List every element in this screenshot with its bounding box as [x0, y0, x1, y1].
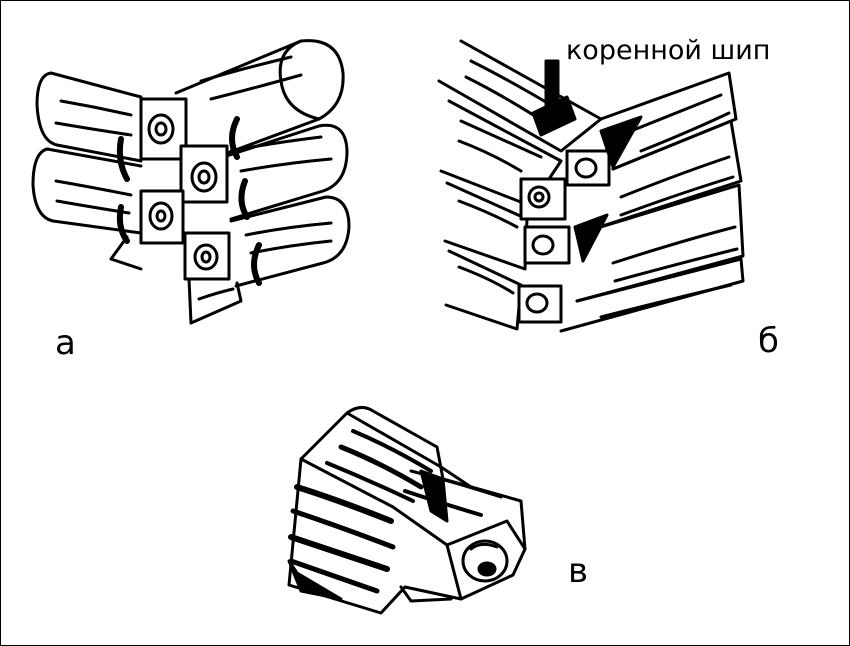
figure-b-tenon-corner — [437, 39, 745, 333]
label-b: б — [758, 321, 779, 361]
root-tenon-label: коренной шип — [566, 35, 771, 66]
label-v: в — [568, 551, 589, 591]
figure-v-tenon-detail — [287, 406, 527, 615]
figure-a-round-log-corner — [31, 39, 351, 325]
label-a: а — [55, 323, 76, 363]
